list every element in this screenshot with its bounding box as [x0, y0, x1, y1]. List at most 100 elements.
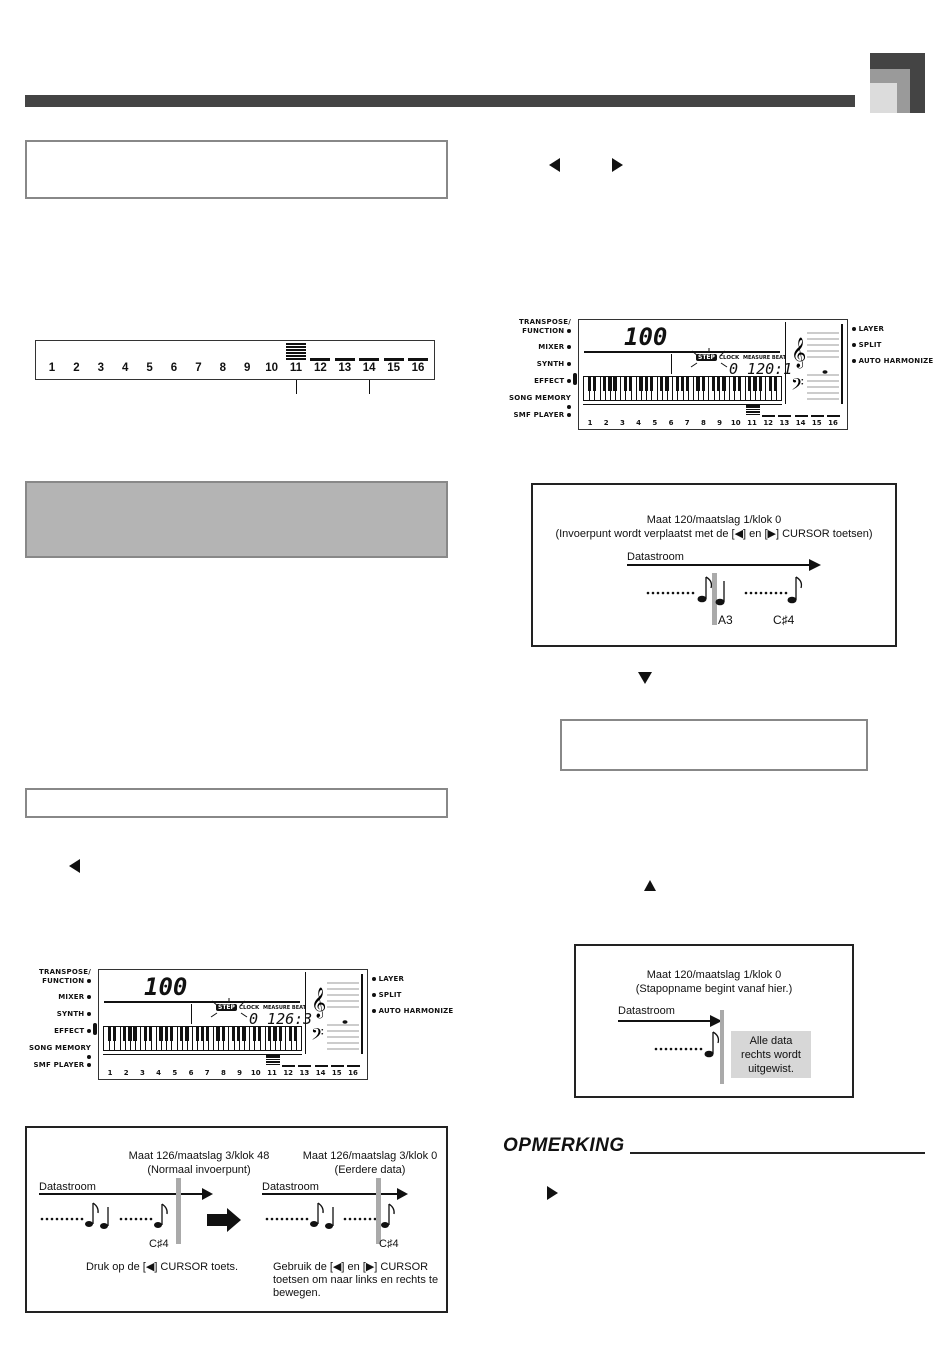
lcd-counter: 0 126:3	[249, 1010, 313, 1028]
lcd-track-number: 3	[139, 1069, 145, 1077]
step-graphic	[618, 1010, 811, 1084]
lcd-track-number: 3	[619, 419, 625, 427]
erase-line-1: Alle data	[749, 1035, 793, 1047]
cursor-up-icon	[644, 880, 656, 891]
lcd-track-number: 5	[172, 1069, 178, 1077]
track-number: 12	[313, 362, 327, 374]
lcd-track-number: 5	[652, 419, 658, 427]
lcd-mode-label: MIXER	[25, 993, 91, 1002]
lcd-mode-label: SONG MEMORY	[25, 1044, 91, 1062]
lcd-mode-label: MIXER	[505, 343, 571, 352]
track-number: 2	[73, 362, 80, 374]
note-heading: OPMERKING	[503, 1135, 625, 1156]
lcd-track-number: 7	[204, 1069, 210, 1077]
track-number: 14	[362, 362, 376, 374]
lcd-track-number: 11	[747, 419, 757, 427]
lcd-track-number: 15	[811, 419, 822, 427]
lcd-track-number: 2	[603, 419, 609, 427]
track-number: 10	[265, 362, 278, 374]
diagram-step-start: Maat 120/maatslag 1/klok 0 (Stapopname b…	[574, 944, 854, 1098]
lcd-track-number: 9	[717, 419, 723, 427]
lcd-track-number: 16	[348, 1069, 358, 1077]
lcd-track-number: 9	[237, 1069, 243, 1077]
clock-label: CLOCK	[719, 355, 740, 361]
lcd-track-number: 2	[123, 1069, 129, 1077]
lcd-function-label: LAYER	[372, 975, 404, 983]
measure-beat-label: MEASURE BEAT	[263, 1005, 307, 1011]
track-number: 5	[146, 362, 153, 374]
lcd-function-label: AUTO HARMONIZE	[852, 357, 933, 365]
cursor-left-icon	[69, 859, 80, 873]
track-number: 13	[338, 362, 352, 374]
svg-text:𝄞: 𝄞	[791, 337, 806, 369]
step-indicator: STEP	[216, 1004, 237, 1011]
track-level-bar	[310, 358, 331, 361]
track-level-bar	[408, 358, 428, 361]
insert-title-1: Maat 120/maatslag 1/klok 0	[646, 514, 782, 526]
erase-line-2: rechts wordt	[741, 1049, 801, 1061]
header-bar	[25, 95, 855, 107]
insert-title-2: (Invoerpunt wordt verplaatst met de [◀] …	[555, 528, 873, 540]
caption-right-3: bewegen.	[273, 1287, 321, 1299]
lcd-track-number: 10	[250, 1069, 261, 1077]
section-heading-box	[25, 140, 448, 199]
track-number: 9	[243, 362, 251, 374]
lcd-track-number: 8	[700, 419, 706, 427]
lcd-track-number: 16	[828, 419, 838, 427]
note-a3: A3	[718, 613, 733, 627]
svg-text:𝄢: 𝄢	[311, 1024, 324, 1048]
caption-right-1: Gebruik de [◀] en [▶] CURSOR	[273, 1261, 429, 1273]
lcd-function-label: SPLIT	[372, 991, 402, 999]
lcd-track-number: 8	[220, 1069, 226, 1077]
lcd-mode-label: EFFECT	[505, 377, 571, 386]
erase-line-3: uitgewist.	[748, 1063, 794, 1075]
subheading-box	[25, 788, 448, 818]
lcd-track-number: 11	[267, 1069, 277, 1077]
clock-label: CLOCK	[239, 1005, 260, 1011]
effect-indicator	[93, 1023, 97, 1035]
left-title-2: (Normaal invoerpunt)	[147, 1164, 251, 1176]
lcd-track-number: 12	[763, 419, 774, 427]
track-11-level-stack	[286, 343, 306, 361]
lcd-display-left: TRANSPOSE/FUNCTION MIXER SYNTH EFFECT SO…	[25, 965, 455, 1083]
stream-label: Datastroom	[618, 1005, 675, 1017]
step-indicator: STEP	[696, 354, 717, 361]
music-staff: 𝄞𝄢	[311, 982, 359, 1050]
step-flash-icon	[690, 348, 728, 368]
display-message-box	[560, 719, 868, 771]
lcd-counter: 0 120:1	[729, 360, 793, 378]
stream-label-left: Datastroom	[39, 1181, 96, 1193]
step-title-1: Maat 120/maatslag 1/klok 0	[646, 969, 782, 981]
caption-left: Druk op de [◀] CURSOR toets.	[85, 1261, 239, 1273]
note-label-right: C♯4	[379, 1238, 399, 1250]
track-number: 6	[170, 362, 178, 374]
lcd-mode-label: SMF PLAYER	[25, 1061, 91, 1070]
track-number: 3	[97, 362, 104, 374]
diagram-insert-point: Maat 120/maatslag 1/klok 0 (Invoerpunt w…	[531, 483, 897, 647]
lcd-track-number: 14	[315, 1069, 326, 1077]
right-title-2: (Eerdere data)	[334, 1164, 406, 1176]
lcd-track-number: 14	[795, 419, 806, 427]
track-level-bar	[334, 358, 355, 361]
left-title-1: Maat 126/maatslag 3/klok 48	[128, 1150, 270, 1162]
note-csharp4: C♯4	[773, 613, 795, 627]
cursor-right-icon	[547, 1186, 558, 1200]
diagram-graphic	[39, 1178, 408, 1244]
lcd-track-number: 13	[779, 419, 790, 427]
step-title-2: (Stapopname begint vanaf hier.)	[635, 983, 793, 995]
cursor-right-icon	[612, 158, 623, 172]
lcd-function-label: SPLIT	[852, 341, 882, 349]
track-number: 1	[48, 362, 56, 374]
track-level-bar	[383, 358, 404, 361]
lcd-track-number: 4	[636, 419, 642, 427]
lcd-track-number: 1	[587, 419, 593, 427]
lcd-track-11-stack	[266, 1054, 280, 1066]
svg-text:𝄞: 𝄞	[311, 987, 326, 1019]
lcd-mode-label: SMF PLAYER	[505, 411, 571, 420]
cursor-down-icon	[638, 672, 652, 684]
track-14-pointer	[369, 380, 370, 394]
cursor-left-icon	[549, 158, 560, 172]
corner-tab	[870, 53, 925, 113]
lcd-track-number: 7	[684, 419, 690, 427]
effect-indicator	[573, 373, 577, 385]
